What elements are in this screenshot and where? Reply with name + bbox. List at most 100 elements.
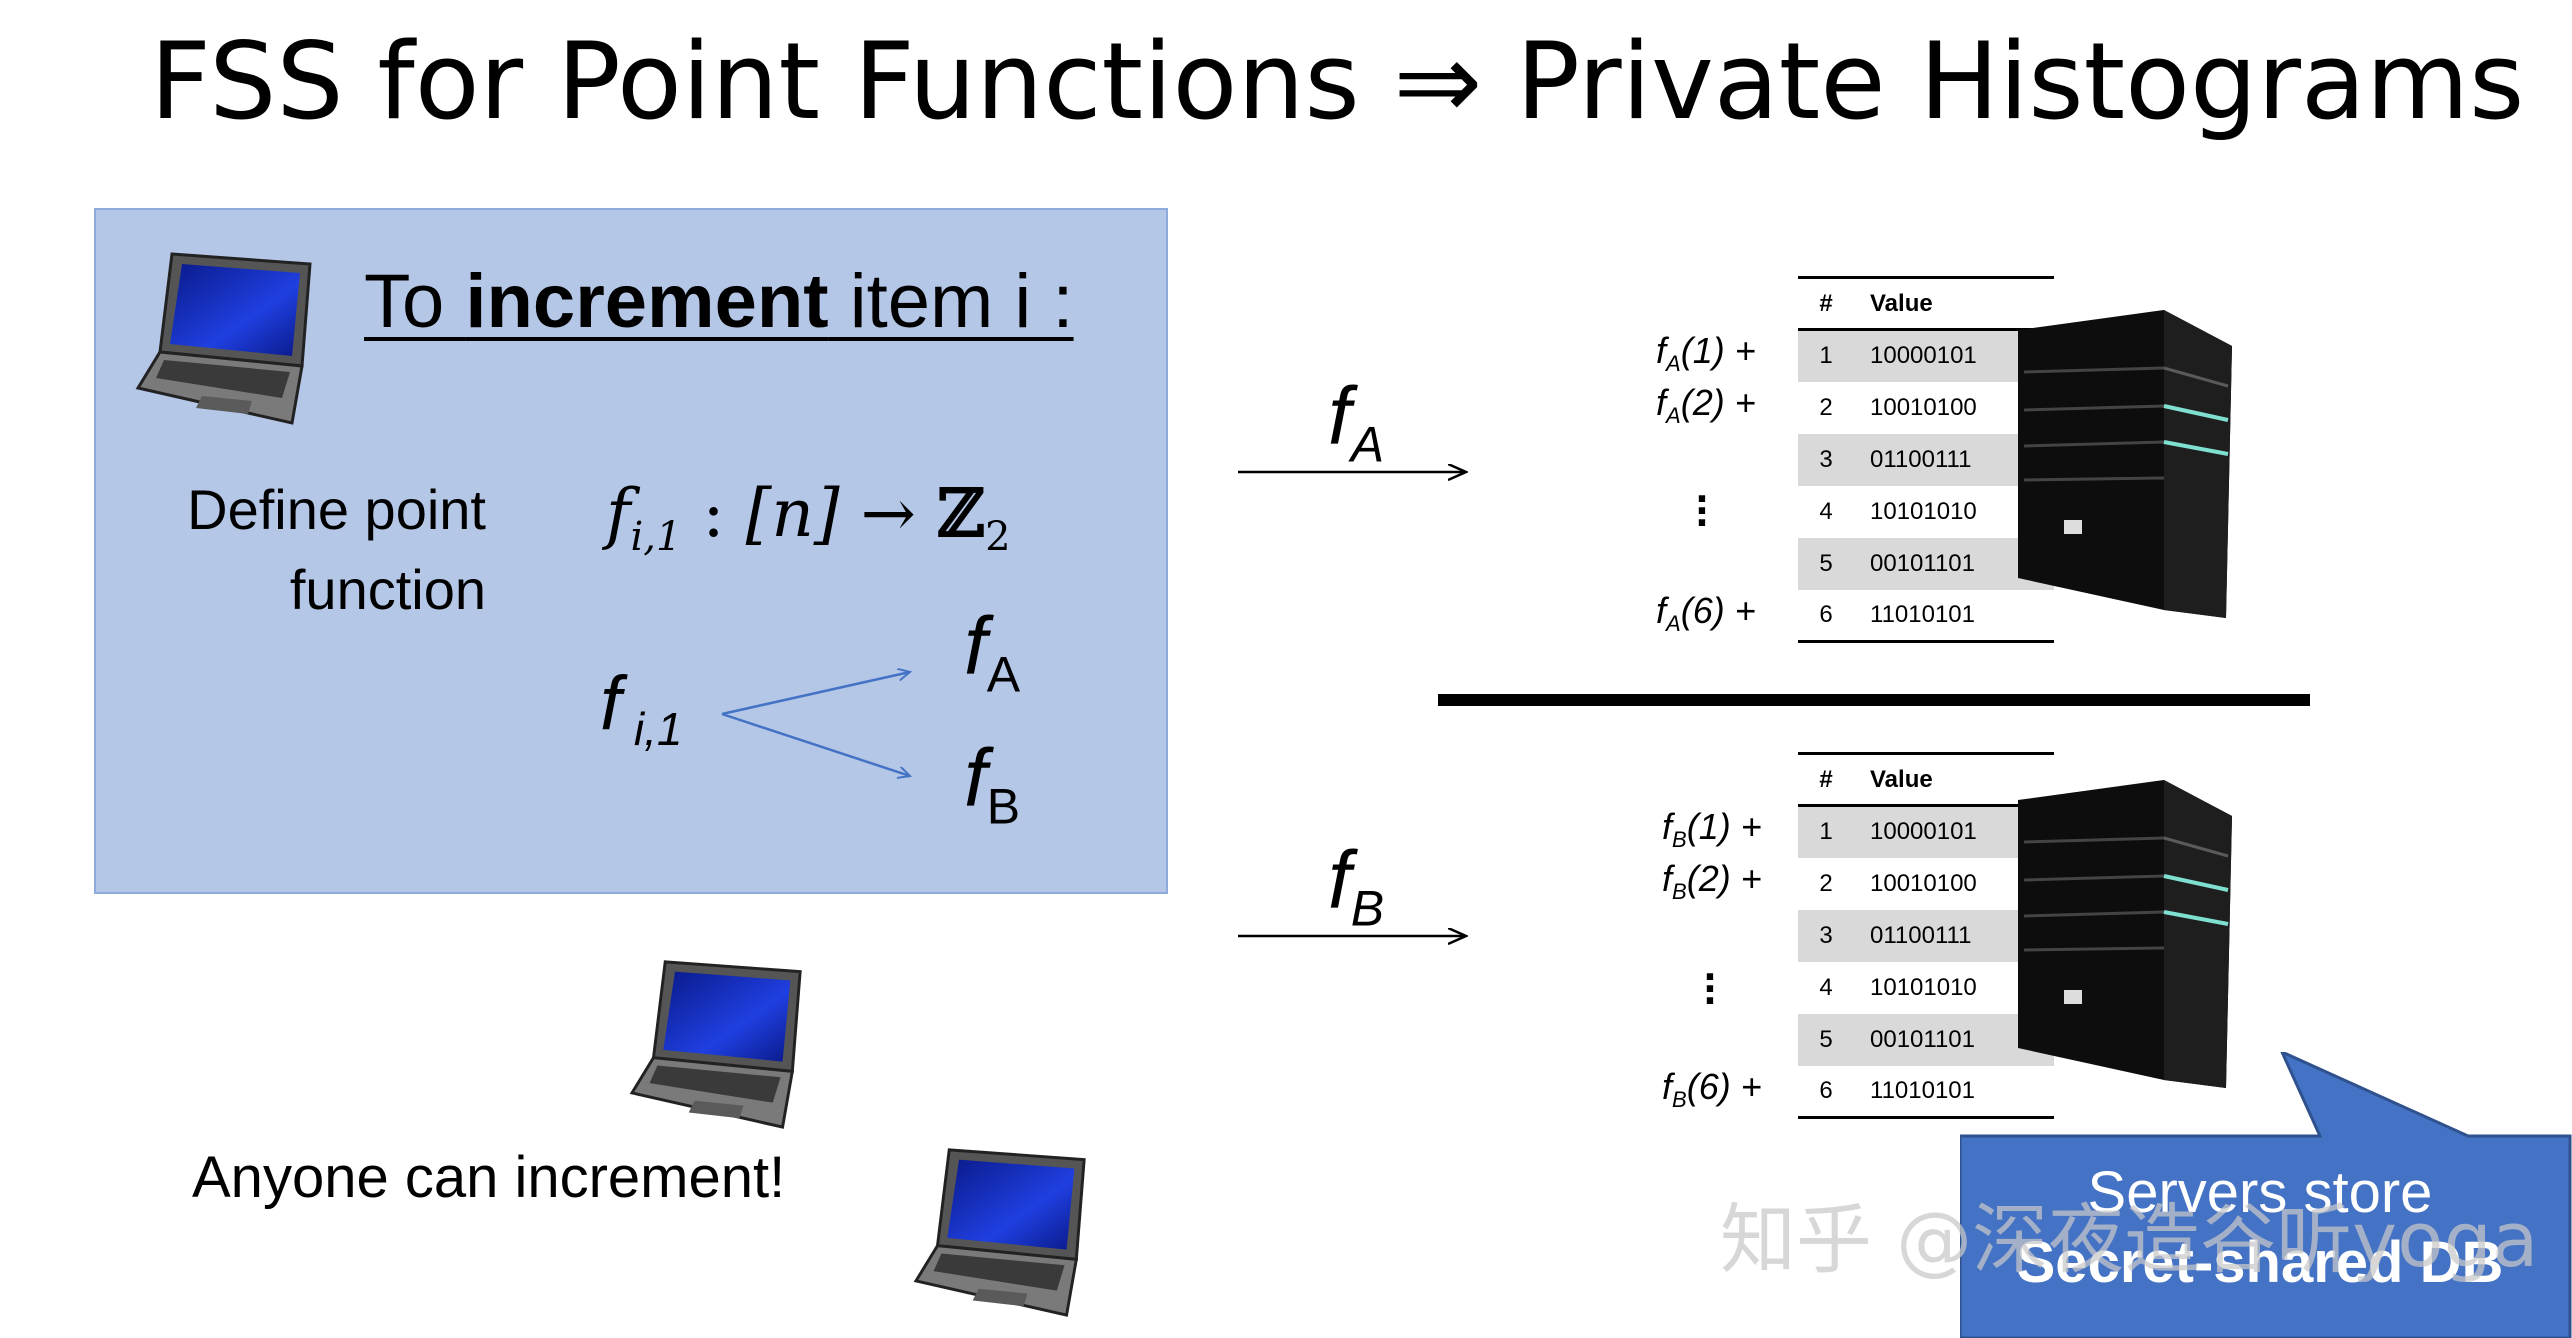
send-b-sub: B bbox=[1350, 880, 1385, 937]
anyone-text: Anyone can increment! bbox=[192, 1145, 786, 1210]
label-sub: B bbox=[1672, 827, 1687, 853]
row-idx: 3 bbox=[1798, 433, 1854, 486]
row-idx: 6 bbox=[1798, 1065, 1854, 1119]
server-a-label-1: fA(1) + bbox=[1656, 330, 1756, 377]
share-b-f: f bbox=[964, 733, 987, 824]
row-idx: 2 bbox=[1819, 869, 1833, 897]
send-a-sub: A bbox=[1350, 416, 1385, 473]
func-sub: i,1 bbox=[630, 514, 682, 561]
table-row: 4 10101010 bbox=[1798, 962, 2054, 1014]
arrow-to-fb bbox=[721, 712, 910, 776]
function-definition: fi,1 : [n] → ℤ2 bbox=[606, 474, 1011, 560]
server-a-label-6: fA(6) + bbox=[1656, 590, 1756, 637]
label-f: f bbox=[1656, 590, 1667, 631]
table-row: 2 10010100 bbox=[1798, 858, 2054, 910]
table-row: 2 10010100 bbox=[1798, 382, 2054, 434]
label-arg: (6) + bbox=[1680, 590, 1756, 631]
label-sub: B bbox=[1672, 1087, 1687, 1113]
label-arg: (1) + bbox=[1680, 330, 1756, 371]
label-f: f bbox=[1662, 1066, 1673, 1107]
share-a-f: f bbox=[964, 601, 987, 692]
row-idx: 3 bbox=[1798, 909, 1854, 962]
row-idx: 4 bbox=[1819, 973, 1833, 1001]
label-f: f bbox=[1656, 382, 1667, 423]
callout-text: Servers store Secret-shared DB bbox=[1960, 1158, 2560, 1298]
row-idx: 1 bbox=[1798, 805, 1854, 858]
server-b-label-6: fB(6) + bbox=[1662, 1066, 1762, 1113]
heading-post: item i : bbox=[828, 259, 1074, 344]
func-codomain: ℤ bbox=[936, 474, 986, 552]
func-codomain-sub: 2 bbox=[985, 514, 1011, 561]
label-arg: (6) + bbox=[1686, 1066, 1762, 1107]
label-f: f bbox=[1662, 806, 1673, 847]
header-idx: # bbox=[1798, 276, 1854, 331]
server-a-label-2: fA(2) + bbox=[1656, 382, 1756, 429]
laptop-icon bbox=[629, 960, 802, 1129]
define-line2: function bbox=[289, 558, 486, 621]
share-a: fA bbox=[964, 600, 1020, 703]
label-arg: (2) + bbox=[1680, 382, 1756, 423]
row-value: 11010101 bbox=[1854, 589, 2054, 643]
split-sub: i,1 bbox=[621, 703, 683, 756]
func-arrow: → bbox=[839, 475, 937, 552]
row-idx: 5 bbox=[1798, 1013, 1854, 1066]
row-idx: 2 bbox=[1819, 393, 1833, 421]
func-domain: [n] bbox=[745, 475, 840, 552]
server-b-icon bbox=[2018, 780, 2232, 1088]
server-b-label-2: fB(2) + bbox=[1662, 858, 1762, 905]
define-line1: Define point bbox=[187, 478, 486, 541]
row-idx: 4 bbox=[1819, 497, 1833, 525]
label-sub: A bbox=[1666, 403, 1681, 429]
send-b-f: f bbox=[1328, 835, 1351, 926]
label-f: f bbox=[1662, 858, 1673, 899]
share-a-sub: A bbox=[986, 646, 1021, 703]
server-b-label-1: fB(1) + bbox=[1662, 806, 1762, 853]
table-header: #Value bbox=[1798, 752, 2054, 807]
label-arg: (1) + bbox=[1686, 806, 1762, 847]
watermark: 知乎 @深夜造谷听yoga bbox=[1720, 1195, 2539, 1284]
row-value: 10101010 bbox=[1870, 497, 1977, 525]
header-value: Value bbox=[1854, 752, 2054, 807]
heading-pre: To bbox=[364, 259, 466, 344]
func-colon: : bbox=[681, 475, 746, 552]
server-a-icon bbox=[2018, 310, 2232, 618]
table-row: 4 10101010 bbox=[1798, 486, 2054, 538]
server-a-ellipsis: ··· bbox=[1695, 479, 1709, 545]
split-function: f i,1 bbox=[600, 660, 683, 756]
callout-line2: Secret-shared DB bbox=[2016, 1230, 2504, 1295]
row-idx: 5 bbox=[1798, 537, 1854, 590]
label-arg: (2) + bbox=[1686, 858, 1762, 899]
server-separator bbox=[1438, 694, 2310, 706]
panel-heading: To increment item i : bbox=[364, 258, 1074, 345]
label-sub: B bbox=[1672, 879, 1687, 905]
label-f: f bbox=[1656, 330, 1667, 371]
label-sub: A bbox=[1666, 611, 1681, 637]
laptop-icon bbox=[135, 252, 312, 425]
header-idx: # bbox=[1798, 752, 1854, 807]
row-value: 11010101 bbox=[1854, 1065, 2054, 1119]
send-label-b: fB bbox=[1328, 834, 1384, 937]
row-idx: 6 bbox=[1798, 589, 1854, 643]
table-header: #Value bbox=[1798, 276, 2054, 331]
share-b-sub: B bbox=[986, 778, 1021, 835]
heading-bold: increment bbox=[465, 259, 829, 344]
share-b: fB bbox=[964, 732, 1020, 835]
split-f: f bbox=[600, 661, 622, 746]
send-a-f: f bbox=[1328, 371, 1351, 462]
callout-shape bbox=[1960, 1052, 2572, 1338]
row-value: 10010100 bbox=[1870, 869, 1977, 897]
arrow-to-fa bbox=[721, 672, 910, 716]
send-label-a: fA bbox=[1328, 370, 1384, 473]
func-name: f bbox=[606, 475, 631, 552]
row-value: 10101010 bbox=[1870, 973, 1977, 1001]
row-idx: 1 bbox=[1798, 329, 1854, 382]
define-text: Define point function bbox=[140, 470, 486, 630]
row-value: 10010100 bbox=[1870, 393, 1977, 421]
laptop-icon bbox=[913, 1148, 1086, 1317]
callout-line1: Servers store bbox=[2087, 1160, 2433, 1225]
label-sub: A bbox=[1666, 351, 1681, 377]
